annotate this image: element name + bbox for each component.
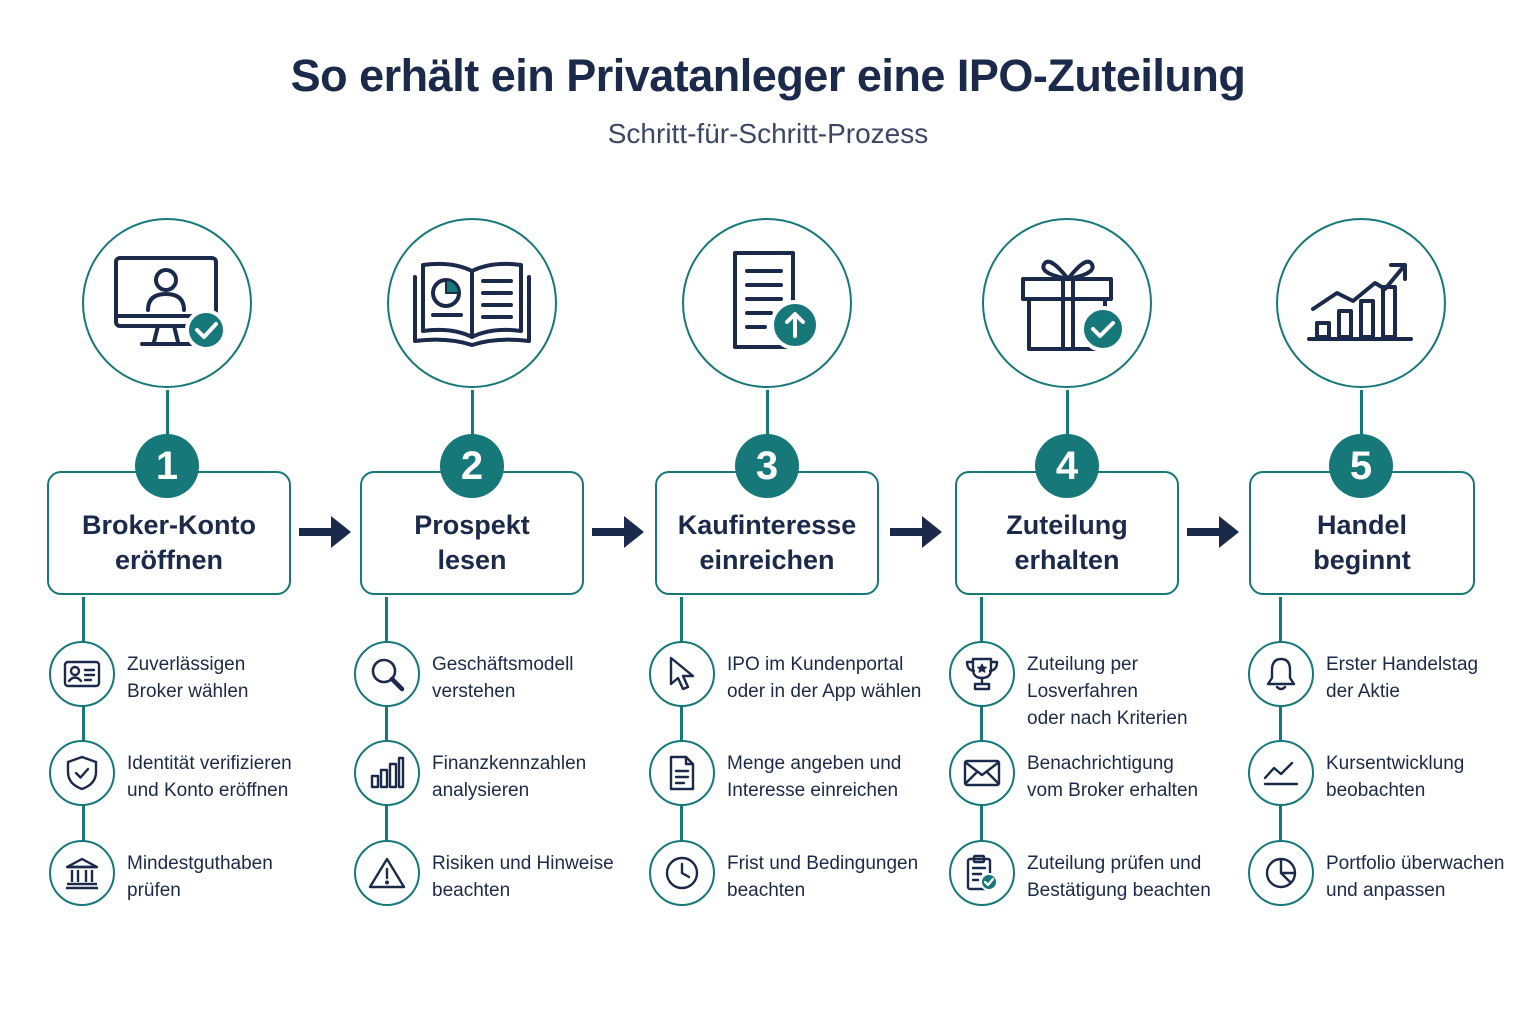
- sub-item-text: Zuteilung prüfen und Bestätigung beachte…: [1027, 853, 1211, 901]
- sub-item-text: Frist und Bedingungen beachten: [727, 853, 919, 901]
- step-label: Handel beginnt: [1313, 510, 1411, 575]
- bell-icon: [1248, 641, 1314, 707]
- sub-item-text: Portfolio überwachen und anpassen: [1326, 853, 1505, 901]
- step-label: Prospekt lesen: [414, 510, 530, 575]
- sub-item-text: Kursentwicklung beobachten: [1326, 753, 1465, 801]
- connector-line: [166, 390, 169, 438]
- sub-connector: [680, 597, 683, 877]
- sub-item-text: Erster Handelstag der Aktie: [1326, 654, 1479, 702]
- magnifier-icon: [354, 641, 420, 707]
- clipboard-check-icon: [949, 840, 1015, 906]
- sub-connector: [385, 597, 388, 877]
- step-box: Handel beginnt: [1249, 471, 1475, 595]
- connector-line: [1360, 390, 1363, 438]
- clock-icon: [649, 840, 715, 906]
- step-number-badge: 2: [440, 434, 504, 498]
- growth-chart-icon: [1276, 218, 1446, 388]
- cursor-icon: [649, 641, 715, 707]
- sub-connector: [1279, 597, 1282, 877]
- open-book-chart-icon: [387, 218, 557, 388]
- sub-item-text: Mindestguthaben prüfen: [127, 853, 273, 901]
- step-number-badge: 3: [735, 434, 799, 498]
- sub-item-text: IPO im Kundenportal oder in der App wähl…: [727, 654, 922, 702]
- envelope-icon: [949, 740, 1015, 806]
- sub-item-text: Zuverlässigen Broker wählen: [127, 654, 249, 702]
- step-box: Zuteilung erhalten: [955, 471, 1179, 595]
- step-number-badge: 1: [135, 434, 199, 498]
- step-label: Broker-Konto eröffnen: [82, 510, 256, 575]
- document-upload-icon: [682, 218, 852, 388]
- bar-chart-icon: [354, 740, 420, 806]
- connector-line: [766, 390, 769, 438]
- sub-item-text: Risiken und Hinweise beachten: [432, 853, 614, 901]
- page-subtitle: Schritt-für-Schritt-Prozess: [607, 118, 929, 149]
- step-number-badge: 5: [1329, 434, 1393, 498]
- step-column-3: Kaufinteresse einreichen 3 IPO im Kunden…: [617, 0, 921, 1024]
- warning-icon: [354, 840, 420, 906]
- arrow-right-icon: [592, 516, 644, 548]
- connector-line: [1066, 390, 1069, 438]
- trophy-icon: [949, 641, 1015, 707]
- step-label: Zuteilung erhalten: [1006, 510, 1128, 575]
- sub-item-text: Finanzkennzahlen analysieren: [432, 753, 587, 801]
- connector-line: [471, 390, 474, 438]
- step-column-1: Broker-Konto eröffnen 1 Zuverlässigen Br…: [17, 0, 317, 1024]
- sub-item-text: Benachrichtigung vom Broker erhalten: [1027, 753, 1199, 801]
- sub-item-text: Identität verifizieren und Konto eröffne…: [127, 753, 292, 801]
- pie-chart-icon: [1248, 840, 1314, 906]
- step-column-2: Prospekt lesen 2 Geschäftsmodell versteh…: [322, 0, 622, 1024]
- arrow-right-icon: [1187, 516, 1239, 548]
- step-column-4: Zuteilung erhalten 4 Zuteilung per Losve…: [917, 0, 1217, 1024]
- sub-item-text: Geschäftsmodell verstehen: [432, 654, 574, 702]
- sub-connector: [82, 597, 85, 877]
- gift-check-icon: [982, 218, 1152, 388]
- sub-item-text: Zuteilung per Losverfahren oder nach Kri…: [1027, 654, 1188, 729]
- page-title: So erhält ein Privatanleger eine IPO-Zut…: [290, 50, 1246, 101]
- document-icon: [649, 740, 715, 806]
- step-label: Kaufinteresse einreichen: [677, 510, 857, 575]
- step-number-badge: 4: [1035, 434, 1099, 498]
- sub-connector: [980, 597, 983, 877]
- arrow-right-icon: [890, 516, 942, 548]
- id-card-icon: [49, 641, 115, 707]
- shield-check-icon: [49, 740, 115, 806]
- arrow-right-icon: [299, 516, 351, 548]
- sub-item-text: Menge angeben und Interesse einreichen: [727, 753, 902, 801]
- bank-icon: [49, 840, 115, 906]
- step-column-5: Handel beginnt 5 Erster Handelstag der A…: [1211, 0, 1511, 1024]
- trend-line-icon: [1248, 740, 1314, 806]
- monitor-user-check-icon: [82, 218, 252, 388]
